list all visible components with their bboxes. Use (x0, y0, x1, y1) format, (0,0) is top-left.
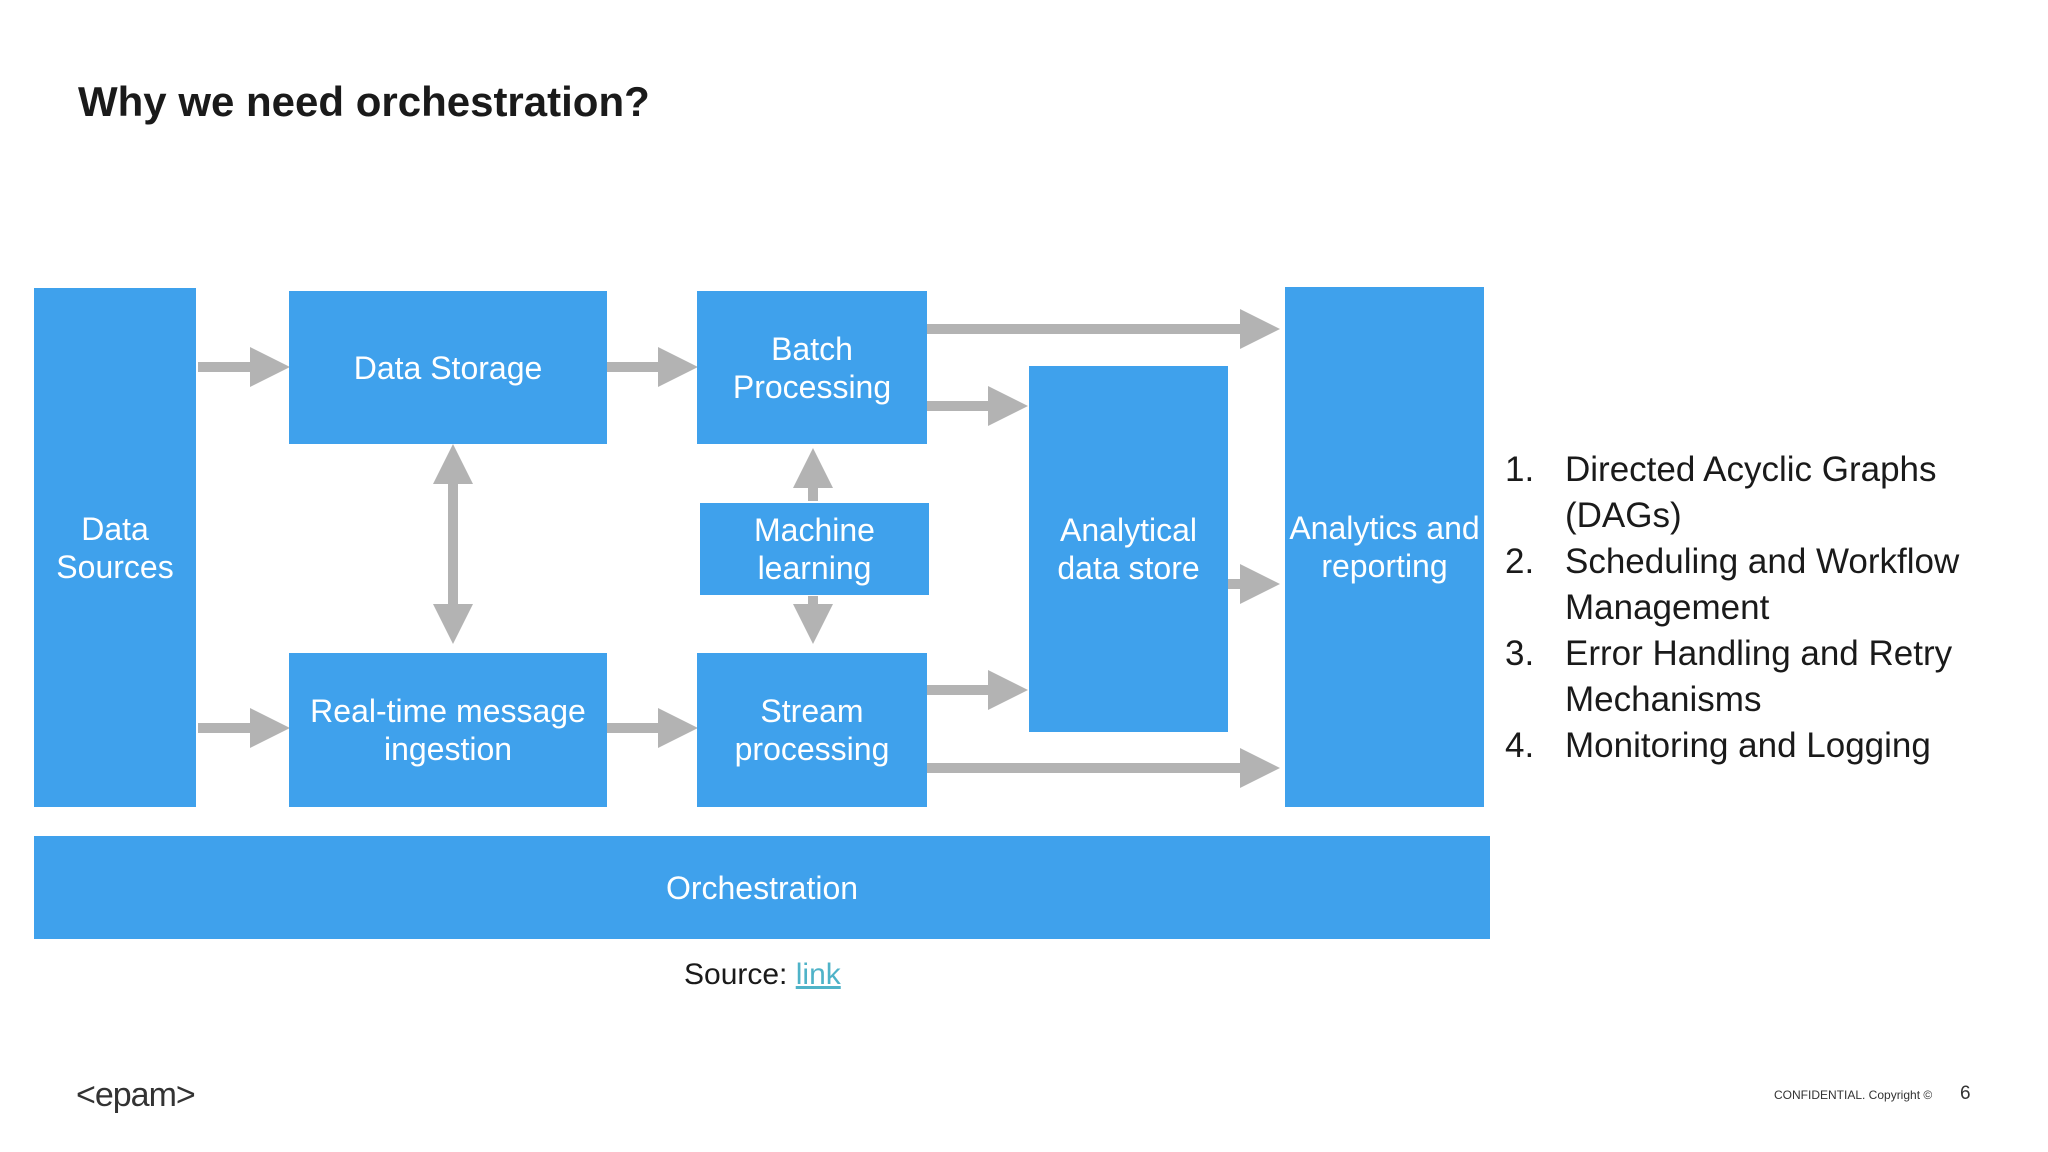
source-link[interactable]: link (795, 958, 841, 991)
list-item-number: 3. (1505, 634, 1535, 673)
list-item: 2. Scheduling and Workflow Management (1505, 539, 2025, 631)
box-orchestration: Orchestration (34, 836, 1490, 939)
benefits-list: 1. Directed Acyclic Graphs (DAGs) 2. Sch… (1505, 447, 2025, 769)
box-analytics-reporting: Analytics and reporting (1285, 287, 1484, 807)
list-item-text: Scheduling and Workflow Management (1565, 542, 1960, 627)
list-item: 4. Monitoring and Logging (1505, 723, 2025, 769)
list-item-number: 4. (1505, 726, 1535, 765)
list-item-text: Directed Acyclic Graphs (DAGs) (1565, 450, 1937, 535)
list-item-text: Monitoring and Logging (1565, 726, 1931, 765)
box-machine-learning: Machine learning (700, 503, 929, 595)
box-stream-processing: Stream processing (697, 653, 927, 807)
list-item: 1. Directed Acyclic Graphs (DAGs) (1505, 447, 2025, 539)
box-realtime-ingestion: Real-time message ingestion (289, 653, 607, 807)
list-item-number: 2. (1505, 542, 1535, 581)
box-data-sources: Data Sources (34, 288, 196, 807)
box-analytical-data-store: Analytical data store (1029, 366, 1228, 732)
page-number: 6 (1960, 1083, 1971, 1104)
list-item-text: Error Handling and Retry Mechanisms (1565, 634, 1953, 719)
source-caption: Source: link (684, 958, 841, 992)
epam-logo: <epam> (76, 1076, 196, 1114)
slide-title: Why we need orchestration? (78, 78, 650, 125)
source-label: Source: (684, 958, 788, 991)
list-item: 3. Error Handling and Retry Mechanisms (1505, 631, 2025, 723)
confidential-notice: CONFIDENTIAL. Copyright © (1774, 1088, 1933, 1102)
box-data-storage: Data Storage (289, 291, 607, 444)
box-batch-processing: Batch Processing (697, 291, 927, 444)
list-item-number: 1. (1505, 450, 1535, 489)
